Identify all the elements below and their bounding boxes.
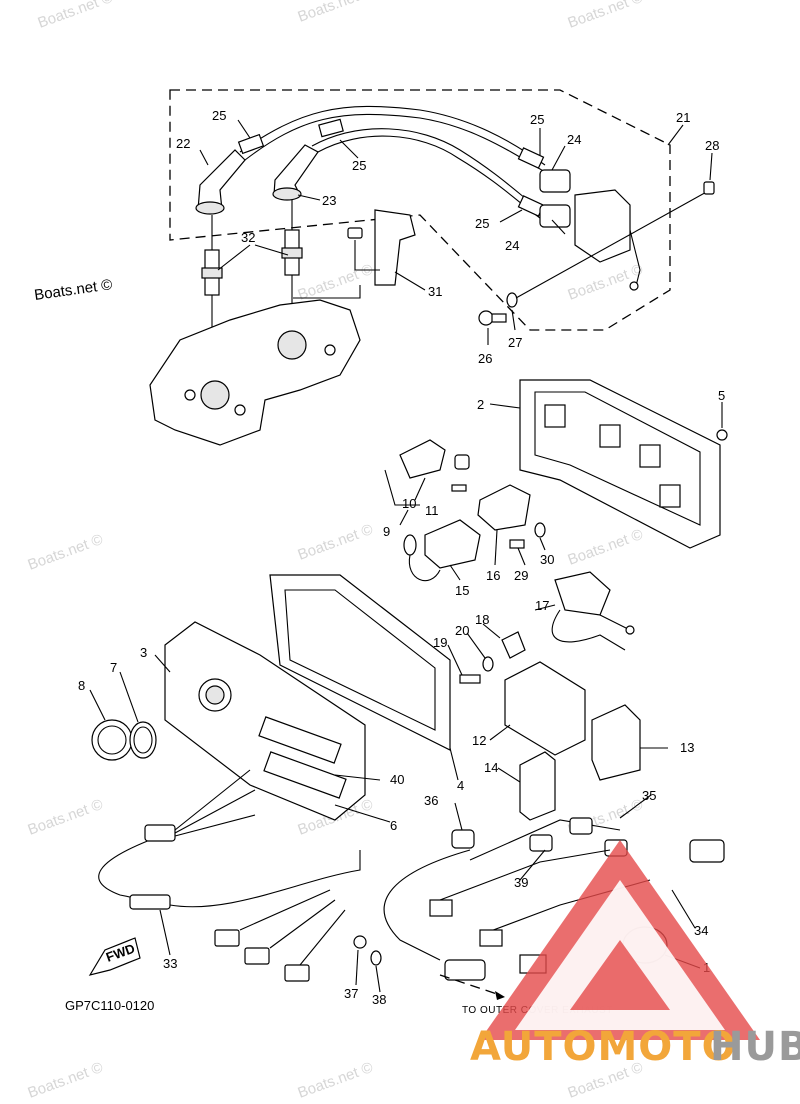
watermark-text: Boats.net © bbox=[26, 531, 106, 574]
switch-16 bbox=[477, 484, 546, 549]
wire-harness-33 bbox=[98, 769, 361, 982]
label-24: 24 bbox=[505, 238, 519, 253]
watermark-text: Boats.net © bbox=[26, 796, 106, 839]
label-5: 5 bbox=[718, 388, 725, 403]
cylinder-head bbox=[149, 299, 361, 446]
label-6: 6 bbox=[390, 818, 397, 833]
part-labels: 21 25 22 25 23 25 24 28 25 24 32 31 26 2… bbox=[78, 108, 725, 1007]
label-37: 37 bbox=[344, 986, 358, 1001]
label-12: 12 bbox=[472, 733, 486, 748]
label-13: 13 bbox=[680, 740, 694, 755]
relay-9 bbox=[384, 439, 470, 506]
holder-13 bbox=[591, 704, 641, 781]
cover-3 bbox=[164, 621, 366, 821]
watermark-text: Boats.net © bbox=[296, 261, 376, 304]
label-20: 20 bbox=[455, 623, 469, 638]
label-25: 25 bbox=[212, 108, 226, 123]
ignition-coil bbox=[539, 169, 641, 291]
control-unit-12 bbox=[504, 661, 586, 756]
label-23: 23 bbox=[322, 193, 336, 208]
label-39: 39 bbox=[514, 875, 528, 890]
label-35: 35 bbox=[642, 788, 656, 803]
label-25: 25 bbox=[530, 112, 544, 127]
holder-14 bbox=[519, 751, 556, 821]
label-36: 36 bbox=[424, 793, 438, 808]
label-11: 11 bbox=[425, 503, 439, 518]
label-30: 30 bbox=[540, 552, 554, 567]
label-17: 17 bbox=[535, 598, 549, 613]
fasteners-18-20 bbox=[459, 631, 526, 684]
label-7: 7 bbox=[110, 660, 117, 675]
label-4: 4 bbox=[457, 778, 464, 793]
label-19: 19 bbox=[433, 635, 447, 650]
watermark-text: Boats.net © bbox=[36, 0, 116, 32]
watermark-text: Boats.net © bbox=[296, 0, 376, 26]
label-8: 8 bbox=[78, 678, 85, 693]
cap-8 bbox=[91, 719, 157, 761]
label-38: 38 bbox=[372, 992, 386, 1007]
bracket-31 bbox=[293, 209, 416, 299]
label-32: 32 bbox=[241, 230, 255, 245]
label-25: 25 bbox=[352, 158, 366, 173]
fwd-arrow-icon: FWD bbox=[88, 937, 141, 976]
starter-relay bbox=[403, 519, 481, 582]
watermark-text: Boats.net © bbox=[296, 521, 376, 564]
label-25: 25 bbox=[475, 216, 489, 231]
automotohub-logo: AUTOMOTO HUB bbox=[470, 840, 800, 1070]
gasket-4 bbox=[269, 574, 451, 751]
label-3: 3 bbox=[140, 645, 147, 660]
watermark-text: Boats.net © bbox=[26, 1059, 106, 1102]
label-40: 40 bbox=[390, 772, 404, 787]
watermarks: Boats.net © Boats.net © Boats.net © Boat… bbox=[26, 0, 646, 1102]
spark-plugs bbox=[201, 200, 303, 395]
watermark-text: Boats.net © bbox=[296, 1059, 376, 1102]
leader-lines bbox=[89, 119, 723, 993]
rectifier-17 bbox=[551, 571, 635, 651]
label-34: 34 bbox=[694, 923, 708, 938]
watermark-text: Boats.net © bbox=[566, 526, 646, 569]
label-26: 26 bbox=[478, 351, 492, 366]
label-16: 16 bbox=[486, 568, 500, 583]
label-31: 31 bbox=[428, 284, 442, 299]
label-14: 14 bbox=[484, 760, 498, 775]
logo-text-hub: HUB bbox=[710, 1024, 800, 1070]
label-24: 24 bbox=[567, 132, 581, 147]
label-18: 18 bbox=[475, 612, 489, 627]
label-2: 2 bbox=[477, 397, 484, 412]
label-29: 29 bbox=[514, 568, 528, 583]
label-27: 27 bbox=[508, 335, 522, 350]
label-10: 10 bbox=[402, 496, 416, 511]
screw-26 bbox=[478, 181, 715, 326]
plug-cap-23 bbox=[273, 144, 319, 196]
label-22: 22 bbox=[176, 136, 190, 151]
plug-caps bbox=[195, 105, 546, 219]
drawing-code: GP7C110-0120 bbox=[65, 998, 154, 1013]
label-33: 33 bbox=[163, 956, 177, 971]
watermark-text: Boats.net © bbox=[566, 0, 646, 32]
cable-36 bbox=[353, 829, 486, 981]
label-15: 15 bbox=[455, 583, 469, 598]
label-21: 21 bbox=[676, 110, 690, 125]
label-28: 28 bbox=[705, 138, 719, 153]
exhaust-arrow bbox=[439, 974, 501, 996]
label-9: 9 bbox=[383, 524, 390, 539]
logo-text-automoto: AUTOMOTO bbox=[470, 1024, 737, 1070]
electrical-box bbox=[519, 379, 728, 549]
watermark-text: Boats.net © bbox=[33, 276, 113, 304]
